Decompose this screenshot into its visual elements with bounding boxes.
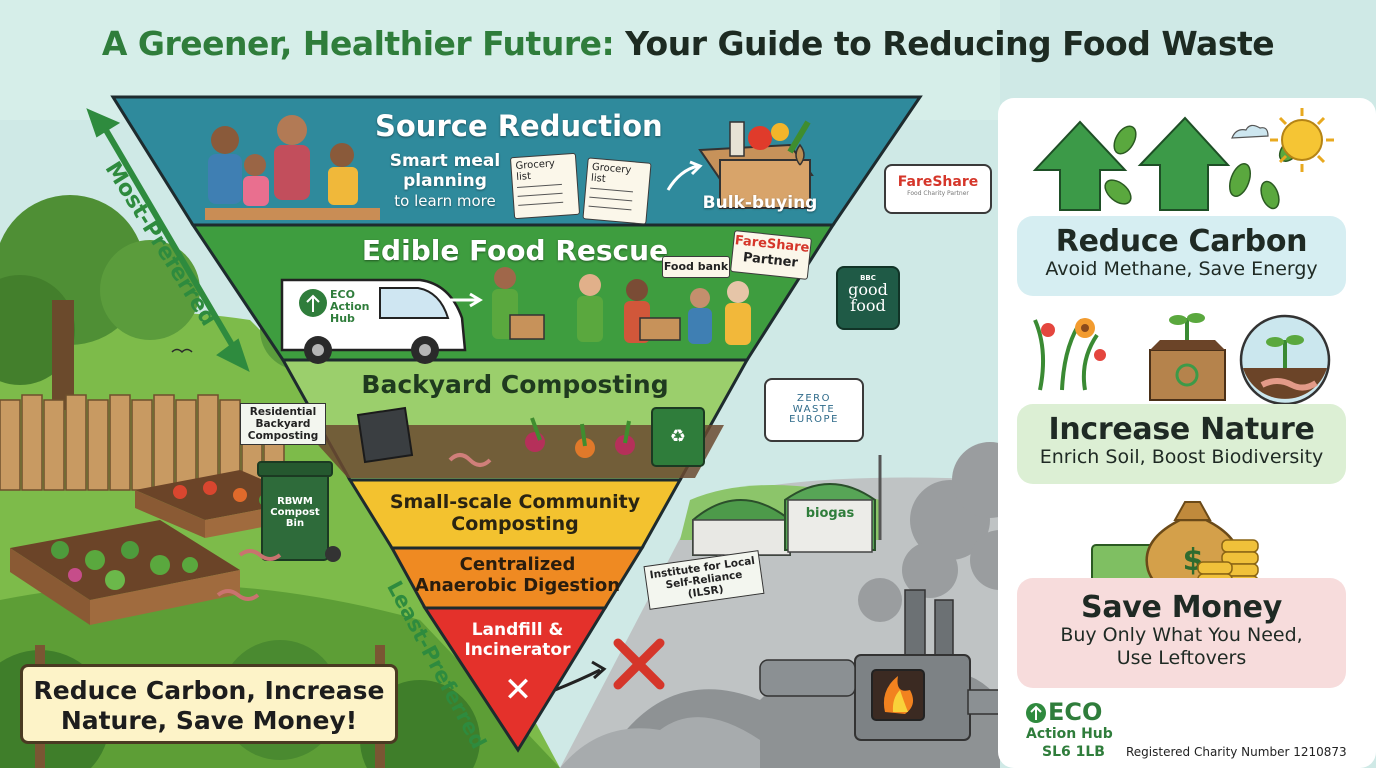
landfill-line-2: Incinerator bbox=[464, 639, 571, 660]
flowers-icon bbox=[1033, 318, 1106, 391]
vegetables-icon bbox=[448, 417, 635, 467]
tier-backyard-title: Backyard Composting bbox=[361, 370, 669, 399]
compost-bin-icon bbox=[257, 461, 341, 562]
zero-waste-line-3: EUROPE bbox=[789, 414, 839, 425]
motto-line-2: Nature, Save Money! bbox=[60, 706, 358, 735]
volunteers-icon bbox=[492, 267, 751, 345]
benefit-card-reduce-carbon: Reduce Carbon Avoid Methane, Save Energy bbox=[1017, 216, 1346, 296]
motto-sign: Reduce Carbon, Increase Nature, Save Mon… bbox=[20, 664, 398, 744]
family-icon bbox=[205, 115, 380, 220]
benefit-title: Increase Nature bbox=[1048, 412, 1315, 447]
benefit-subtitle: Buy Only What You Need, Use Leftovers bbox=[1060, 623, 1303, 670]
good-food-line-1: good bbox=[848, 280, 888, 299]
zero-waste-line-2: WASTE bbox=[792, 403, 836, 415]
landfill-cross-icon: ✕ bbox=[503, 670, 533, 710]
eco-logo-icon bbox=[1026, 703, 1046, 723]
good-food-line-2: food bbox=[850, 296, 886, 315]
tier-community-label: Small-scale Community Composting bbox=[360, 491, 670, 536]
caption-line-3: to learn more bbox=[394, 191, 496, 210]
zero-waste-europe-logo: ZERO WASTE EUROPE bbox=[764, 378, 864, 442]
grocery-list-2: Grocery list bbox=[582, 157, 652, 225]
tier-landfill-label: Landfill & Incinerator bbox=[445, 620, 590, 660]
caption-line-1: Smart meal bbox=[389, 151, 501, 171]
preference-arrow bbox=[86, 108, 250, 372]
benefit-subtitle: Enrich Soil, Boost Biodiversity bbox=[1039, 445, 1324, 468]
tier-source-reduction-title: Source Reduction bbox=[375, 109, 663, 143]
meal-planning-caption: Smart meal planning to learn more bbox=[380, 151, 510, 210]
title-part-1: A Greener, Healthier Future: bbox=[101, 24, 615, 63]
food-bank-sign: Food bank bbox=[662, 256, 730, 278]
charity-number: Registered Charity Number 1210873 bbox=[1126, 745, 1347, 759]
tier-landfill bbox=[422, 606, 608, 753]
soil-worm-icon bbox=[1239, 314, 1331, 406]
anaerobic-line-2: Anaerobic Digestion bbox=[414, 574, 621, 596]
good-food-logo: BBC good food bbox=[836, 266, 900, 330]
benefit-card-save-money: Save Money Buy Only What You Need, Use L… bbox=[1017, 578, 1346, 688]
benefit-subtitle: Avoid Methane, Save Energy bbox=[1045, 257, 1318, 280]
upward-arrows-icon bbox=[1032, 116, 1231, 211]
community-line-1: Small-scale Community bbox=[389, 491, 641, 513]
groceries-box-icon bbox=[698, 120, 814, 209]
fareshare-logo: FareShare Food Charity Partner bbox=[884, 164, 992, 214]
benefit-title: Save Money bbox=[1081, 590, 1282, 625]
van-text-3: Hub bbox=[330, 312, 355, 326]
anaerobic-line-1: Centralized bbox=[459, 554, 576, 575]
compost-crate-icon bbox=[1149, 313, 1226, 401]
tier-food-rescue-title: Edible Food Rescue bbox=[361, 234, 669, 267]
van-logo-text: ECO Action Hub bbox=[330, 288, 390, 326]
biogas-label: biogas bbox=[805, 506, 855, 521]
eco-logo-text: ECO bbox=[1048, 698, 1103, 726]
benefit-card-increase-nature: Increase Nature Enrich Soil, Boost Biodi… bbox=[1017, 404, 1346, 484]
fareshare-logo-sub: Food Charity Partner bbox=[907, 190, 969, 197]
postcode: SL6 1LB bbox=[1042, 744, 1105, 760]
bulk-buying-label: Bulk-buying bbox=[702, 193, 818, 213]
arrow-icon bbox=[554, 668, 601, 692]
sun-icon bbox=[1270, 108, 1334, 172]
van-text-2: Action bbox=[330, 300, 370, 314]
biogas-plant-icon bbox=[692, 455, 882, 556]
raised-bed bbox=[10, 520, 240, 625]
tier-anaerobic-label: Centralized Anaerobic Digestion bbox=[400, 554, 635, 596]
benefit-title: Reduce Carbon bbox=[1055, 224, 1308, 259]
grocery-list-1: Grocery list bbox=[509, 152, 581, 220]
cross-mark-icon bbox=[613, 638, 665, 690]
zero-waste-text: ZERO WASTE EUROPE bbox=[766, 393, 862, 426]
motto-line-1: Reduce Carbon, Increase bbox=[33, 676, 385, 705]
grocery-list-label: Grocery list bbox=[515, 158, 556, 183]
compost-bin-icon: ♻ bbox=[356, 406, 705, 467]
title-part-2: Your Guide to Reducing Food Waste bbox=[625, 24, 1275, 63]
cloud-icon bbox=[1231, 124, 1269, 139]
fareshare-logo-text: FareShare bbox=[897, 174, 979, 190]
zero-waste-line-1: ZERO bbox=[797, 393, 831, 404]
incinerator-icon bbox=[759, 589, 1001, 741]
van-text-1: ECO bbox=[330, 288, 355, 301]
compost-bin-label: RBWM Compost Bin bbox=[270, 496, 320, 529]
page-title: A Greener, Healthier Future: Your Guide … bbox=[0, 24, 1376, 63]
landfill-line-1: Landfill & bbox=[471, 620, 564, 640]
delivery-van-icon bbox=[280, 278, 467, 364]
caption-line-2: planning bbox=[403, 171, 487, 192]
eco-logo-subtext: Action Hub bbox=[1026, 726, 1113, 742]
fareshare-partner-sign: FareShare Partner bbox=[730, 230, 812, 280]
good-food-top: BBC bbox=[860, 274, 876, 282]
grocery-list-label: Grocery list bbox=[590, 161, 632, 185]
residential-composting-tag: Residential Backyard Composting bbox=[240, 403, 326, 446]
svg-text:♻: ♻ bbox=[670, 426, 686, 447]
community-line-2: Composting bbox=[451, 512, 579, 535]
